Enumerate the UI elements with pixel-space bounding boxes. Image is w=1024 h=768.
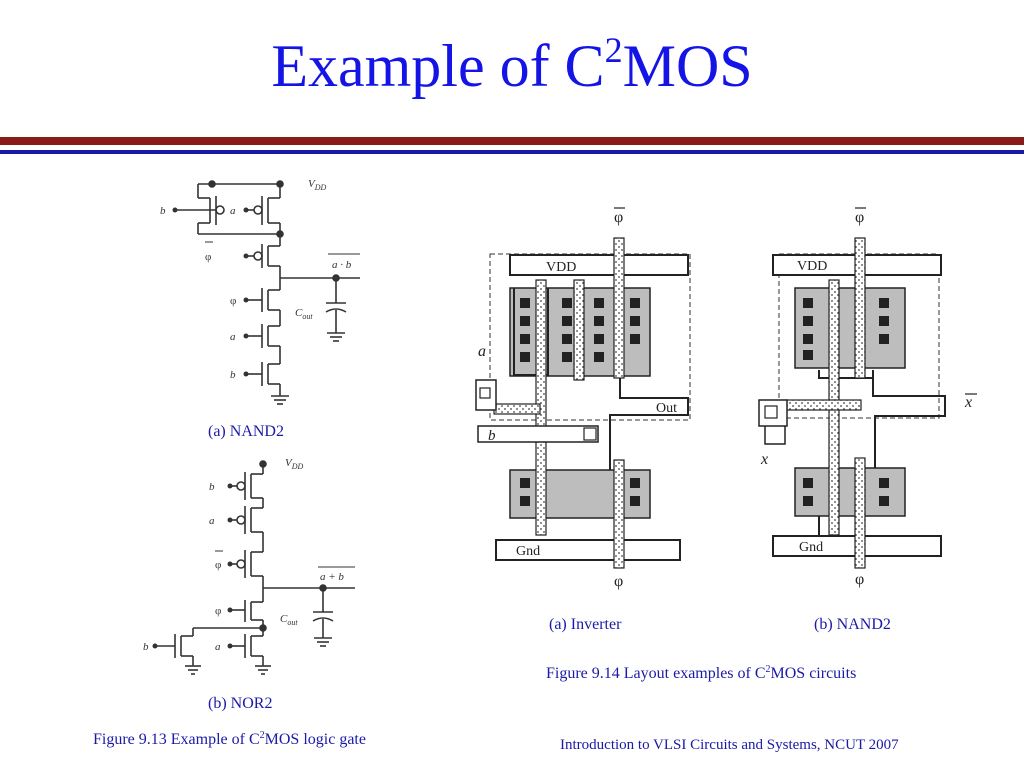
nand-phibar: φ bbox=[205, 251, 211, 263]
nor-vdd-label: VDD bbox=[285, 457, 304, 471]
nand-input-a2: a bbox=[230, 331, 236, 343]
slide-footer: Introduction to VLSI Circuits and System… bbox=[560, 737, 899, 753]
nand2-schematic: VDD b a φ φ a b a · b Cout bbox=[160, 178, 360, 405]
nand-output-label: a · b bbox=[332, 259, 352, 271]
nand-layout-phibar-label: φ bbox=[855, 209, 864, 226]
slide-title: Example of C2MOS bbox=[271, 30, 753, 99]
inv-input-a: a bbox=[478, 343, 486, 360]
inv-out-label: Out bbox=[656, 401, 677, 416]
nand-layout-phi-label: φ bbox=[855, 571, 864, 588]
nand-phi: φ bbox=[230, 295, 236, 307]
inv-gnd-label: Gnd bbox=[516, 544, 540, 559]
nand2-layout: VDD Gnd φ φ x x bbox=[758, 207, 977, 588]
inverter-layout: VDD Gnd φ φ a b Out bbox=[475, 207, 691, 590]
title-rule-red bbox=[0, 137, 1024, 145]
figure-9-14-caption: Figure 9.14 Layout examples of C2MOS cir… bbox=[546, 664, 857, 683]
title-rule-blue bbox=[0, 150, 1024, 154]
nand-input-b: b bbox=[160, 205, 166, 217]
nand2-layout-caption: (b) NAND2 bbox=[814, 616, 891, 633]
nor-input-a2: a bbox=[215, 641, 221, 653]
nand-layout-input-x: x bbox=[760, 451, 768, 468]
nor-input-b2: b bbox=[143, 641, 149, 653]
nor-input-b: b bbox=[209, 481, 215, 493]
nand-input-b2: b bbox=[230, 369, 236, 381]
nor-phi: φ bbox=[215, 605, 221, 617]
inv-vdd-label: VDD bbox=[546, 260, 576, 275]
nor-output-label: a + b bbox=[320, 571, 344, 583]
nand-layout-gnd-label: Gnd bbox=[799, 540, 823, 555]
nor-input-a: a bbox=[209, 515, 215, 527]
inverter-caption: (a) Inverter bbox=[549, 616, 622, 633]
nor2-schematic: VDD b a φ φ b a a + b Cout bbox=[143, 457, 355, 675]
nor-cout-label: Cout bbox=[280, 613, 298, 627]
nand-layout-vdd-label: VDD bbox=[797, 259, 827, 274]
nor-phibar: φ bbox=[215, 559, 221, 571]
nand-input-a: a bbox=[230, 205, 236, 217]
inv-input-b: b bbox=[488, 428, 496, 444]
nor2-caption: (b) NOR2 bbox=[208, 695, 273, 712]
figure-9-13-caption: Figure 9.13 Example of C2MOS logic gate bbox=[93, 730, 366, 749]
nand-layout-output-x: x bbox=[964, 394, 972, 411]
inv-phibar-label: φ bbox=[614, 209, 623, 226]
nand-cout-label: Cout bbox=[295, 307, 313, 321]
nand2-caption: (a) NAND2 bbox=[208, 423, 284, 440]
nand-vdd-label: VDD bbox=[308, 178, 327, 192]
inv-phi-label: φ bbox=[614, 573, 623, 590]
